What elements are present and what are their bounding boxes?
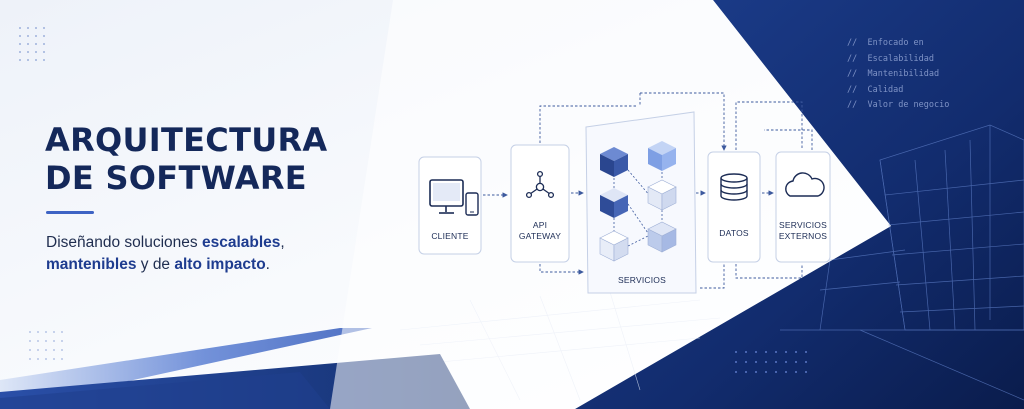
cloud-icon xyxy=(785,172,825,197)
api-network-icon xyxy=(525,170,555,199)
dot-grid-bottom-left xyxy=(29,331,63,360)
subtitle: Diseñando soluciones escalables,mantenib… xyxy=(46,234,285,273)
external-card xyxy=(775,151,831,263)
gateway-card xyxy=(510,144,570,263)
code-comments: // Enfocado en // Escalabilidad // Mante… xyxy=(847,36,949,114)
wireframe-building xyxy=(780,124,1024,401)
code-line: // Valor de negocio xyxy=(847,100,950,110)
flow-connectors xyxy=(483,92,813,289)
gateway-label: API GATEWAY xyxy=(518,220,562,241)
database-icon xyxy=(720,173,748,201)
page-title: ARQUITECTURA DE SOFTWARE xyxy=(45,121,375,197)
data-card xyxy=(707,151,761,263)
client-label: CLIENTE xyxy=(431,231,469,241)
code-line: // Enfocado en xyxy=(847,38,924,48)
code-line: // Calidad xyxy=(847,84,904,95)
dot-grid-bottom-right xyxy=(735,351,807,373)
code-line: // Escalabilidad xyxy=(847,53,935,64)
monitor-phone-icon xyxy=(429,179,479,216)
external-label: SERVICIOS EXTERNOS xyxy=(778,220,828,241)
title-line-2: DE SOFTWARE xyxy=(45,159,307,197)
code-line: // Mantenibilidad xyxy=(847,69,940,79)
service-cubes xyxy=(599,141,677,262)
dot-grid-top-left xyxy=(19,27,45,61)
title-line-1: ARQUITECTURA xyxy=(45,121,328,159)
title-divider xyxy=(46,211,94,214)
services-label: SERVICIOS xyxy=(618,275,666,285)
data-label: DATOS xyxy=(719,228,749,238)
